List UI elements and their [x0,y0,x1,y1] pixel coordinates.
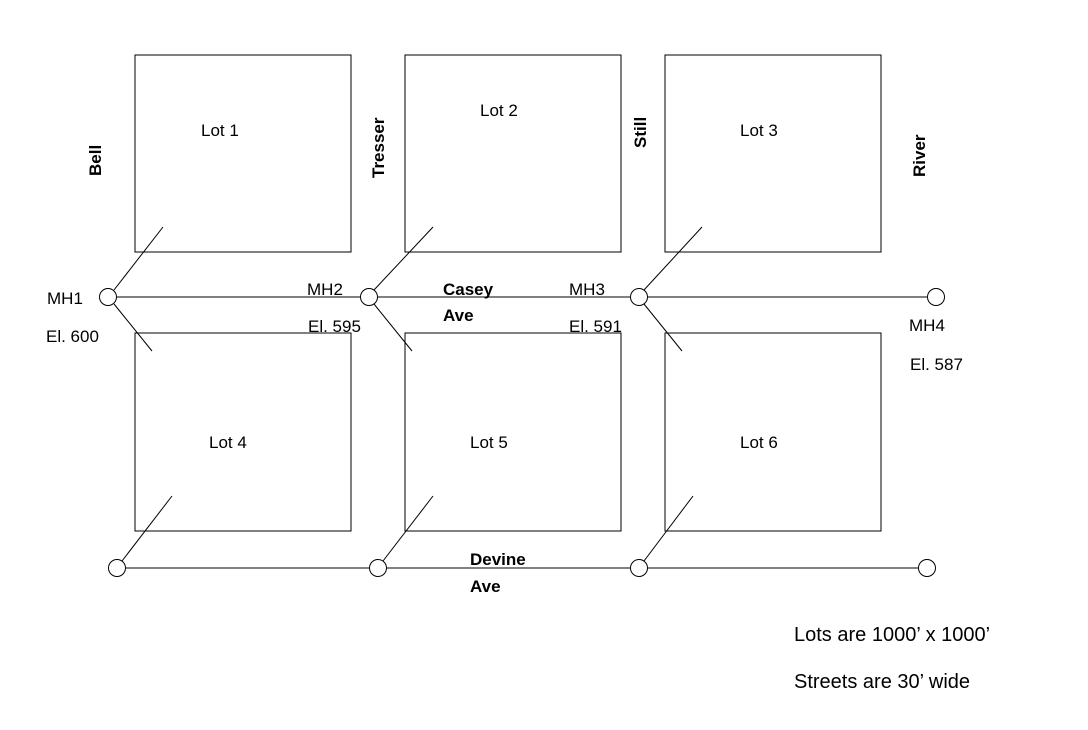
lot-5-label: Lot 5 [470,433,508,452]
mh4-elevation: El. 587 [910,355,963,374]
street-casey-line1: Casey [443,280,494,299]
mh3-label: MH3 [569,280,605,299]
street-river: River [910,134,929,177]
manhole-mh2 [360,288,378,306]
lot-4-label: Lot 4 [209,433,247,452]
street-devine-line1: Devine [470,550,526,569]
lot-6-label: Lot 6 [740,433,778,452]
lot-1-label: Lot 1 [201,121,239,140]
lateral-lot-4-rear [121,495,173,562]
street-still: Still [631,117,650,148]
lateral-lot-1 [113,226,164,291]
lateral-lot-5 [373,303,413,352]
lateral-lot-6-rear [643,495,694,562]
manhole-devine-3 [630,559,648,577]
manhole-devine-4 [918,559,936,577]
lot-3-box [664,54,882,253]
mh4-label: MH4 [909,316,945,335]
mh1-elevation: El. 600 [46,327,99,346]
mh1-label: MH1 [47,289,83,308]
manhole-mh1 [99,288,117,306]
street-tresser: Tresser [369,117,388,178]
street-bell: Bell [86,145,105,176]
mh3-elevation: El. 591 [569,317,622,336]
lateral-lot-6 [643,303,683,352]
lateral-lot-4 [113,303,153,352]
lateral-lot-5-rear [382,495,434,562]
lot-5-box [404,332,622,532]
street-casey-line2: Ave [443,306,474,325]
street-devine-line2: Ave [470,577,501,596]
manhole-devine-1 [108,559,126,577]
manhole-devine-2 [369,559,387,577]
note-street-width: Streets are 30’ wide [794,671,970,693]
lot-3-label: Lot 3 [740,121,778,140]
mh2-label: MH2 [307,280,343,299]
lot-6-box [664,332,882,532]
mh2-elevation: El. 595 [308,317,361,336]
lot-2-label: Lot 2 [480,101,518,120]
lot-2-box [404,54,622,253]
lateral-lot-2 [373,226,434,291]
manhole-mh3 [630,288,648,306]
lot-1-box [134,54,352,253]
lateral-lot-3 [643,226,703,291]
note-lot-size: Lots are 1000’ x 1000’ [794,624,990,646]
manhole-mh4 [927,288,945,306]
